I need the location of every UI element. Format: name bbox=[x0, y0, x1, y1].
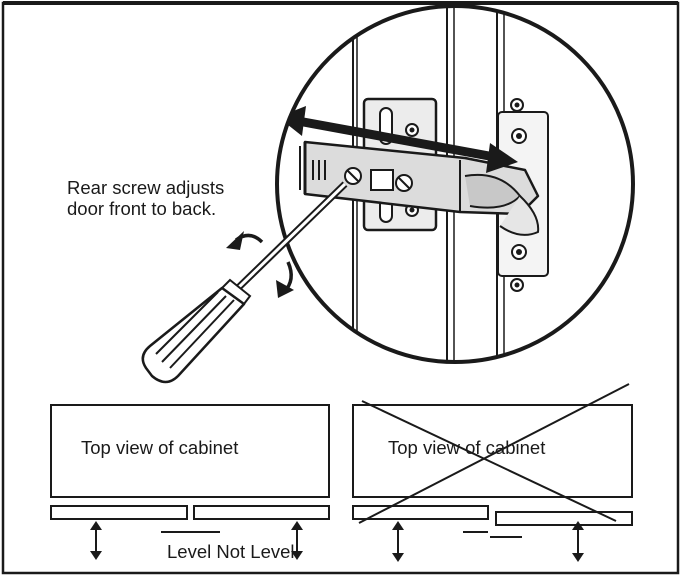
level-caption: Level Not Level bbox=[167, 541, 295, 562]
cabinet-level bbox=[50, 404, 330, 560]
zoom-circle bbox=[275, 4, 635, 364]
door-left-b bbox=[193, 505, 330, 520]
rear-screw-note-line1: Rear screw adjusts bbox=[67, 177, 225, 198]
cabinet-label-level: Top view of cabinet bbox=[81, 437, 239, 458]
door-right-a bbox=[352, 505, 489, 520]
double-arrow-icon bbox=[278, 106, 518, 173]
double-arrow-icon bbox=[392, 521, 404, 562]
cross-out-icon bbox=[358, 383, 630, 524]
door-left-a bbox=[50, 505, 188, 520]
screwdriver-icon bbox=[141, 181, 348, 384]
cabinet-not-level bbox=[352, 404, 633, 562]
rear-screw-note-line2: door front to back. bbox=[67, 198, 217, 220]
double-arrow-icon bbox=[291, 521, 303, 560]
cabinet-label-not-level: Top view of cabinet bbox=[388, 437, 546, 458]
hinge-icon bbox=[299, 140, 540, 236]
door-right-b bbox=[495, 511, 633, 526]
rear-screw-note: Rear screw adjusts door front to back. bbox=[67, 177, 224, 220]
double-arrow-icon bbox=[572, 521, 584, 562]
rotation-arrow-icon bbox=[226, 231, 294, 298]
double-arrow-icon bbox=[90, 521, 102, 560]
